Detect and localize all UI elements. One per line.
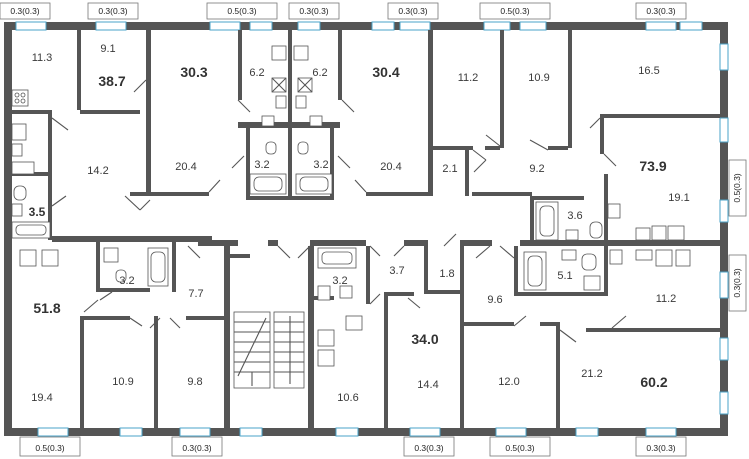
balcony-label: 0.3(0.3) (182, 443, 211, 453)
balcony-label: 0.5(0.3) (227, 6, 256, 16)
room-area: 1.8 (439, 268, 454, 280)
apartment-total-area: 73.9 (639, 158, 666, 174)
room-area: 3.2 (332, 275, 347, 287)
bottom-balconies (19, 436, 687, 457)
balcony-label: 0.5(0.3) (35, 443, 64, 453)
room-area: 11.2 (458, 72, 479, 84)
room-area: 3.7 (389, 265, 404, 277)
room-area: 3.2 (254, 159, 269, 171)
apartment-total-area: 38.7 (98, 73, 125, 89)
balcony-label: 0.5(0.3) (732, 173, 742, 202)
apartment-total-area: 34.0 (411, 331, 438, 347)
balcony-labels-right: 0.5(0.3) 0.3(0.3) (732, 173, 742, 297)
balcony-label: 0.3(0.3) (646, 443, 675, 453)
room-area: 9.6 (487, 294, 502, 306)
room-area: 9.8 (187, 376, 202, 388)
interior-walls (12, 30, 720, 428)
room-area: 7.7 (188, 288, 203, 300)
room-area: 19.1 (668, 192, 689, 204)
balcony-label: 0.5(0.3) (500, 6, 529, 16)
apartment-totals: 38.7 30.3 30.4 73.9 51.8 34.0 60.2 (33, 64, 667, 390)
balcony-label: 0.3(0.3) (299, 6, 328, 16)
room-area: 6.2 (312, 67, 327, 79)
room-area: 14.2 (87, 165, 108, 177)
outer-walls (4, 22, 728, 436)
room-area: 14.4 (417, 379, 438, 391)
room-area: 9.2 (529, 163, 544, 175)
top-balconies (0, 2, 687, 20)
balcony-label: 0.5(0.3) (505, 443, 534, 453)
room-area: 10.9 (528, 72, 549, 84)
room-areas: 11.3 9.1 14.2 3.5 20.4 6.2 6.2 3.2 3.2 2… (29, 43, 690, 404)
right-balconies (728, 159, 747, 312)
apartment-total-area: 51.8 (33, 300, 60, 316)
apartment-total-area: 60.2 (640, 374, 667, 390)
room-area: 16.5 (638, 65, 659, 77)
apartment-total-area: 30.3 (180, 64, 207, 80)
room-area: 2.1 (442, 163, 457, 175)
balcony-label: 0.3(0.3) (414, 443, 443, 453)
room-area: 3.2 (313, 159, 328, 171)
room-area: 3.5 (29, 205, 46, 219)
room-area: 10.6 (337, 392, 358, 404)
balcony-label: 0.3(0.3) (10, 6, 39, 16)
balcony-labels-bottom: 0.5(0.3) 0.3(0.3) 0.3(0.3) 0.5(0.3) 0.3(… (35, 443, 675, 453)
room-area: 20.4 (175, 161, 196, 173)
room-area: 9.1 (100, 43, 115, 55)
room-area: 21.2 (581, 368, 602, 380)
room-area: 11.2 (656, 293, 677, 305)
doors (51, 79, 627, 343)
room-area: 3.6 (567, 210, 582, 222)
room-area: 12.0 (498, 376, 519, 388)
balcony-label: 0.3(0.3) (398, 6, 427, 16)
room-area: 11.3 (32, 52, 53, 64)
room-area: 6.2 (249, 67, 264, 79)
fixtures (11, 45, 691, 367)
stairwell (233, 311, 305, 389)
room-area: 20.4 (380, 161, 401, 173)
room-area: 10.9 (112, 376, 133, 388)
room-area: 19.4 (31, 392, 52, 404)
balcony-label: 0.3(0.3) (98, 6, 127, 16)
balcony-label: 0.3(0.3) (732, 268, 742, 297)
windows (15, 21, 729, 437)
room-area: 3.2 (119, 275, 134, 287)
balcony-labels-top: 0.3(0.3) 0.3(0.3) 0.5(0.3) 0.3(0.3) 0.3(… (10, 6, 675, 16)
room-area: 5.1 (557, 270, 572, 282)
apartment-total-area: 30.4 (372, 64, 399, 80)
balcony-label: 0.3(0.3) (646, 6, 675, 16)
